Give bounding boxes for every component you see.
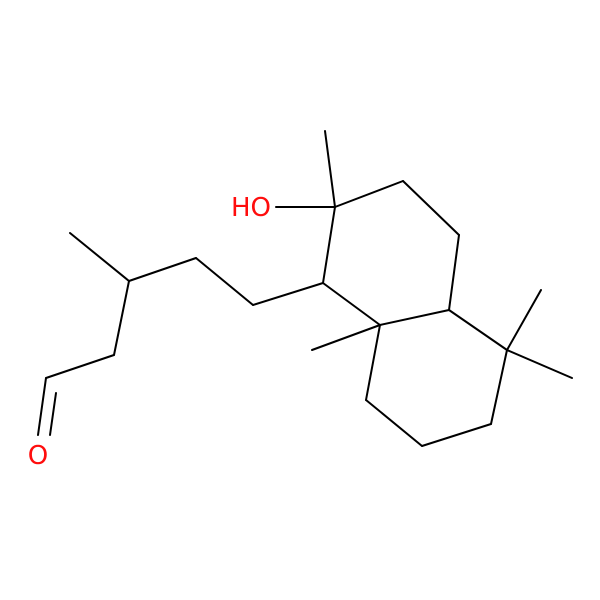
bond-chain-3 [128,257,197,282]
bond-c1-c2 [322,206,336,284]
bond-c8-c8a [365,324,381,401]
bond-c3-c4 [402,180,460,236]
bond-c8a-c1 [322,282,381,326]
bond-c7-c8 [365,399,423,447]
bond-c2-methyl [324,130,336,208]
bond-c5-c6 [490,349,508,425]
bond-c8a-methyl [311,324,381,351]
bond-carbonyl-2 [49,392,57,436]
ring-a-bonds [322,180,460,326]
atom-labels: HO O [28,193,271,471]
bond-c4a-c8a [379,309,450,326]
bond-c4-c4a [448,234,460,311]
ring-b-bonds [365,309,508,447]
side-chain-bonds [37,257,324,436]
bond-c6-c7 [421,423,492,447]
bond-c1-chain [252,282,324,306]
bond-chain-2 [195,257,254,306]
bond-c2-c3 [334,180,404,208]
bond-c5-methyl-b [506,349,573,379]
hydroxyl-label: HO [231,193,271,223]
carbonyl-oxygen-label: O [28,441,48,471]
bond-carbonyl-1 [37,377,47,436]
bond-chain-5 [45,354,115,379]
bond-c3prime-methyl [69,232,130,282]
bond-c5-methyl-a [506,289,542,351]
bond-c4a-c5 [448,309,508,351]
methyl-bonds [69,130,573,379]
bond-chain-4 [113,280,130,356]
